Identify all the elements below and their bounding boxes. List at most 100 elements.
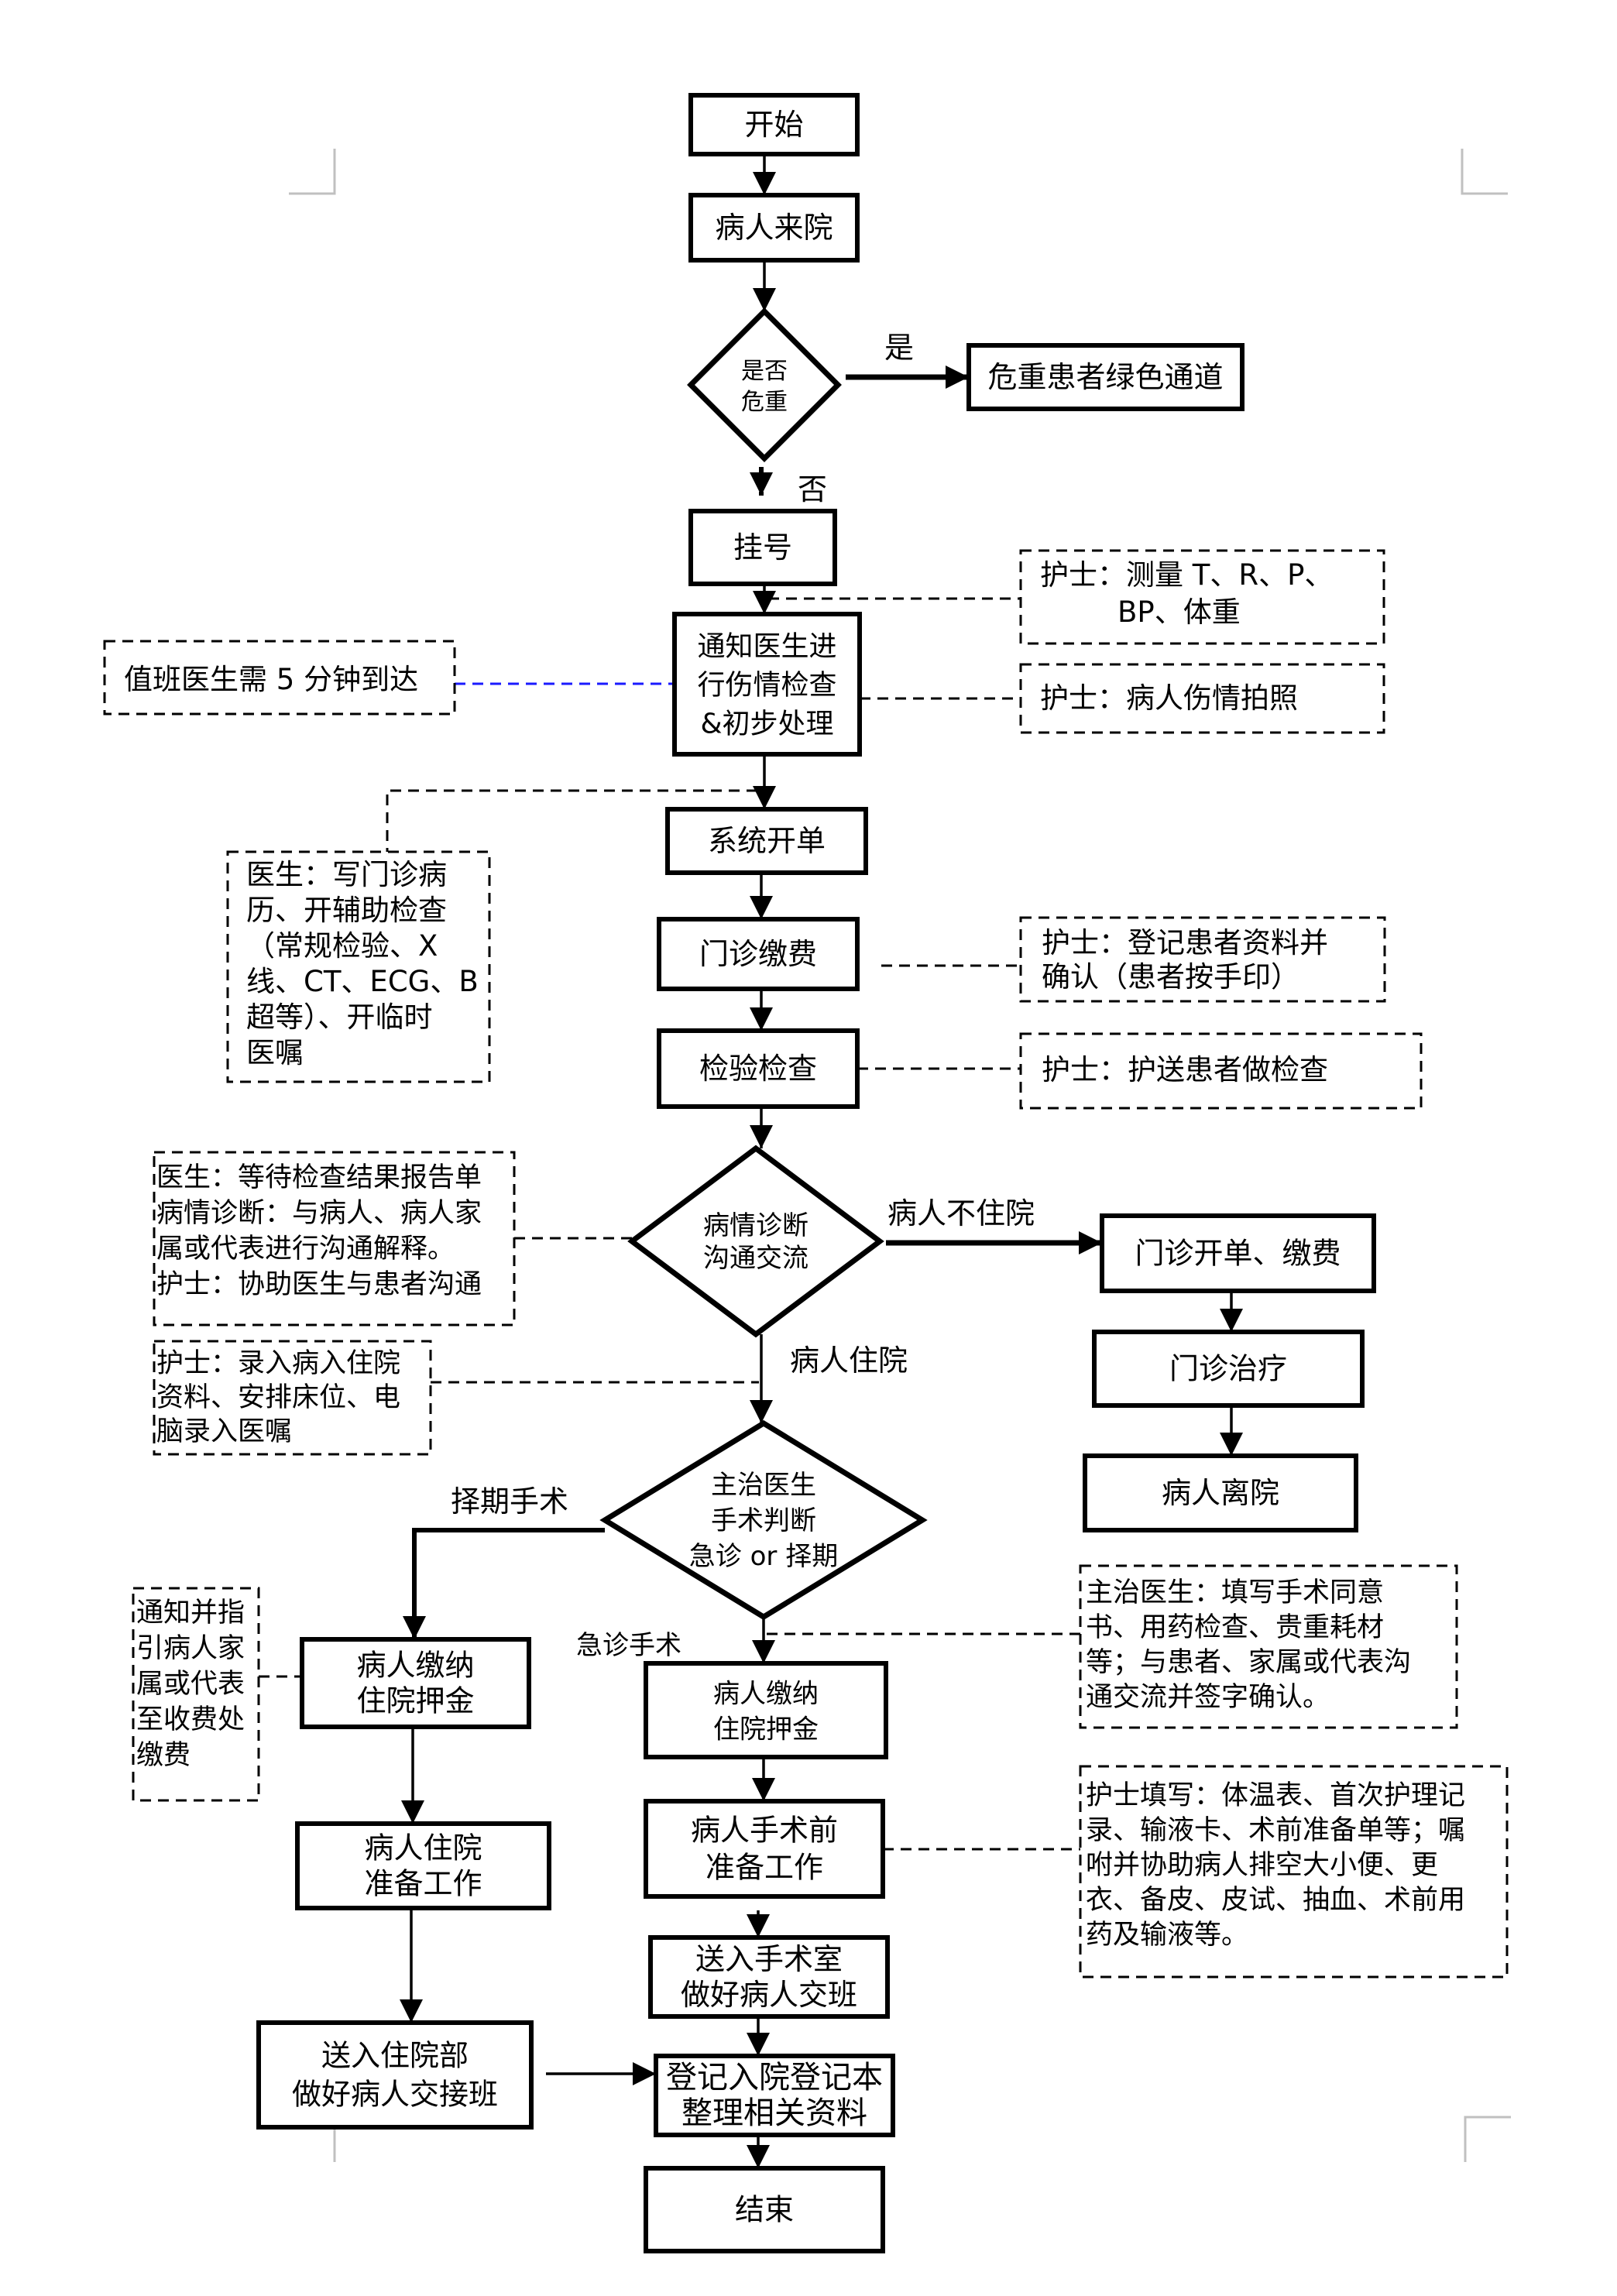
note-text: 通知并指引病人家属或代表至收费处缴费 [136,1598,245,1771]
node-label-line: 做好病人交接班 [292,2078,498,2112]
node-green-channel: 危重患者绿色通道 [966,343,1245,411]
node-label-line: 系统开单 [708,824,826,858]
note-line: 衣、备皮、皮试、抽血、术前用 [1086,1885,1465,1916]
connectors [259,154,1243,2168]
note-line: 医生：写门诊病 [246,858,447,891]
note-line: 确认（患者按手印） [1042,960,1299,994]
note-line: 护士填写：体温表、首次护理记 [1086,1780,1465,1811]
note-line: 通交流并签字确认。 [1086,1682,1330,1713]
node-box [644,1661,888,1759]
node-label-line: 送入手术室 [695,1942,843,1976]
corner-mark-top-right [1461,149,1508,195]
note-dashed-border [153,1151,516,1326]
node-label-line: 做好病人交班 [681,1978,857,2012]
node-register-book: 登记入院登记本整理相关资料 [654,2054,895,2137]
node-label-line: 病人来院 [715,211,833,245]
node-label: 开始 [744,108,803,142]
note-line: 线、CT、ECG、B [246,965,479,998]
note-doctor-diagnosis: 医生：等待检查结果报告单病情诊断：与病人、病人家属或代表进行沟通解释。护士：协助… [153,1151,516,1326]
note-line: 历、开辅助检查 [246,894,447,927]
note-line: 通知并指 [136,1598,245,1628]
node-label-line: 送入住院部 [321,2039,469,2073]
node-label-line: 病人缴纳 [713,1679,819,1710]
node-label-line: 危重患者绿色通道 [987,360,1223,394]
node-label-line: 门诊缴费 [699,937,817,971]
node-label-line: 通知医生进 [697,631,836,663]
node-label-line: 整理相关资料 [681,2095,867,2131]
note-nurse-photo: 护士：病人伤情拍照 [1019,663,1385,734]
node-label-line: 准备工作 [364,1867,482,1901]
edge-label-admitted: 病人住院 [790,1344,908,1378]
node-label: 通知医生进行伤情检查&初步处理 [697,631,836,740]
note-line: 医嘱 [246,1036,304,1069]
dashed-connector-record [386,789,757,852]
note-line: 资料、安排床位、电 [156,1382,400,1413]
note-dashed-border [153,1340,432,1456]
process-nodes: 开始病人来院危重患者绿色通道挂号通知医生进行伤情检查&初步处理系统开单门诊缴费检… [256,93,1376,2253]
note-line: 药及输液等。 [1086,1920,1248,1951]
node-leave: 病人离院 [1083,1453,1358,1532]
node-label-line: 挂号 [733,530,792,565]
node-box [1100,1213,1376,1293]
note-dashed-border [132,1587,260,1802]
note-nurse-preop: 护士填写：体温表、首次护理记录、输液卡、术前准备单等；嘱咐并协助病人排空大小便、… [1079,1765,1509,1979]
note-line: 书、用药检查、贵重耗材 [1086,1612,1384,1643]
note-nurse-register: 护士：登记患者资料并确认（患者按手印） [1019,916,1386,1003]
node-send-ward: 送入住院部做好病人交接班 [256,2020,534,2130]
node-box [300,1637,531,1729]
node-box [688,193,860,263]
note-line: BP、体重 [1117,595,1241,629]
node-label-line: 行伤情检查 [697,670,836,702]
node-box [644,2166,885,2253]
node-box [256,2020,534,2130]
note-doctor-5min: 值班医生需 5 分钟到达 [103,640,456,716]
node-op-treatment: 门诊治疗 [1092,1330,1365,1408]
decision-critical-q: 是否危重 [687,307,842,462]
edge-label-not-admitted: 病人不住院 [887,1196,1035,1230]
note-text: 护士：录入病入住院资料、安排床位、电脑录入医嘱 [156,1348,400,1447]
node-system-order: 系统开单 [665,807,868,875]
node-label-line: 检验检查 [699,1052,817,1086]
note-text: 护士：护送患者做检查 [1042,1053,1328,1086]
node-label: 结束 [735,2193,794,2227]
note-dashed-border [1019,1032,1423,1110]
node-label: 送入手术室做好病人交班 [681,1942,857,2012]
note-line: 护士：协助医生与患者沟通 [156,1269,482,1300]
node-op-order-pay: 门诊开单、缴费 [1100,1213,1376,1293]
decision-surgery-q: 主治医生手术判断急诊 or 择期 [599,1419,928,1621]
node-preop-prep: 病人手术前准备工作 [644,1799,885,1899]
note-line: 值班医生需 5 分钟到达 [124,663,418,696]
edge-label-no: 否 [798,472,827,506]
note-dashed-border [103,640,456,716]
corner-mark-top-left [289,149,336,195]
note-line: 属或代表进行沟通解释。 [156,1234,455,1265]
node-label-line: 病人离院 [1162,1476,1279,1510]
decision-label-line: 沟通交流 [703,1243,808,1274]
note-line: 脑录入医嘱 [156,1416,292,1447]
node-label: 病人离院 [1162,1476,1279,1510]
node-label: 检验检查 [699,1052,817,1086]
decision-label-line: 危重 [741,389,788,416]
node-label: 送入住院部做好病人交接班 [292,2039,498,2112]
note-text: 护士填写：体温表、首次护理记录、输液卡、术前准备单等；嘱咐并协助病人排空大小便、… [1086,1780,1465,1951]
note-line: 护士：护送患者做检查 [1042,1053,1328,1086]
decision-diagnosis-q: 病情诊断沟通交流 [627,1145,884,1338]
decision-diamond [599,1419,928,1621]
note-dashed-border [1019,916,1386,1003]
node-label-line: 准备工作 [706,1851,823,1885]
node-box [1083,1453,1358,1532]
note-dashed-border [1019,549,1385,645]
edge-label-emergency: 急诊手术 [576,1630,681,1661]
node-box [657,1028,860,1109]
note-notify-family: 通知并指引病人家属或代表至收费处缴费 [132,1587,260,1802]
corner-mark-bottom-right [1464,2116,1511,2162]
node-label: 门诊开单、缴费 [1135,1237,1341,1271]
note-dashed-border [226,850,491,1083]
decision-label-line: 主治医生 [711,1470,816,1501]
note-text: 护士：测量 T、R、P、BP、体重 [1040,558,1333,629]
node-box [295,1821,551,1910]
